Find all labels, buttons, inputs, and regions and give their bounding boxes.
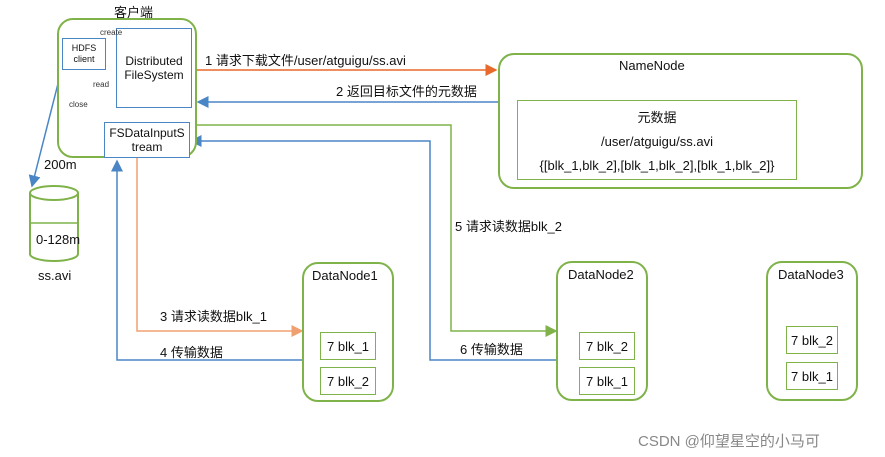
step-5-label: 5 请求读数据blk_2 [455,219,562,234]
step-6-label: 6 传输数据 [460,342,523,357]
hdfs-client-box[interactable]: HDFS client [62,38,106,70]
datanode3-block-2: 7 blk_1 [786,362,838,390]
step-3-label: 3 请求读数据blk_1 [160,309,267,324]
datanode2-block-1: 7 blk_2 [579,332,635,360]
file-size-label: 200m [44,157,77,172]
arrow-step-3 [136,158,304,337]
namenode-title: NameNode [619,58,685,73]
file-disk-icon [29,185,79,262]
datanode1-block-1-label: 7 blk_1 [327,338,369,354]
datanode1-block-2: 7 blk_2 [320,367,376,395]
step-4-label: 4 传输数据 [160,345,223,360]
distributed-filesystem-label: Distributed FileSystem [124,54,184,82]
datanode2-block-1-label: 7 blk_2 [586,338,628,354]
datanode1-block-1: 7 blk_1 [320,332,376,360]
metadata-title: 元数据 [637,110,677,126]
datanode2-block-2-label: 7 blk_1 [586,373,628,389]
datanode3-block-1: 7 blk_2 [786,326,838,354]
hdfs-client-label: HDFS client [71,43,97,64]
datanode3-title: DataNode3 [778,267,844,282]
datanode2-block-2: 7 blk_1 [579,367,635,395]
metadata-blocks: {[blk_1,blk_2],[blk_1,blk_2],[blk_1,blk_… [539,157,775,173]
metadata-path: /user/atguigu/ss.avi [600,134,713,150]
arrow-step-4 [111,159,302,361]
fsdatainputstream-box[interactable]: FSDataInputStream [104,122,190,158]
arrow-step-6 [189,135,556,361]
datanode1-title: DataNode1 [312,268,378,283]
csdn-watermark: CSDN @仰望星空的小马可 [638,433,820,450]
step-1-label: 1 请求下载文件/user/atguigu/ss.avi [205,53,406,68]
datanode2-title: DataNode2 [568,267,634,282]
datanode1-block-2-label: 7 blk_2 [327,373,369,389]
namenode-metadata-box: 元数据 /user/atguigu/ss.avi {[blk_1,blk_2],… [517,100,797,180]
client-title: 客户端 [114,5,154,20]
create-label: create [100,28,123,37]
file-name-label: ss.avi [38,268,72,283]
step-2-label: 2 返回目标文件的元数据 [336,84,477,99]
close-label: close [69,100,88,109]
datanode3-block-2-label: 7 blk_1 [791,368,833,384]
fsdatainputstream-label: FSDataInputStream [109,126,185,154]
file-range-label: 0-128m [36,232,81,247]
arrow-step-5 [191,124,558,337]
distributed-filesystem-box[interactable]: Distributed FileSystem [116,28,192,108]
read-label: read [93,80,110,89]
datanode3-block-1-label: 7 blk_2 [791,332,833,348]
